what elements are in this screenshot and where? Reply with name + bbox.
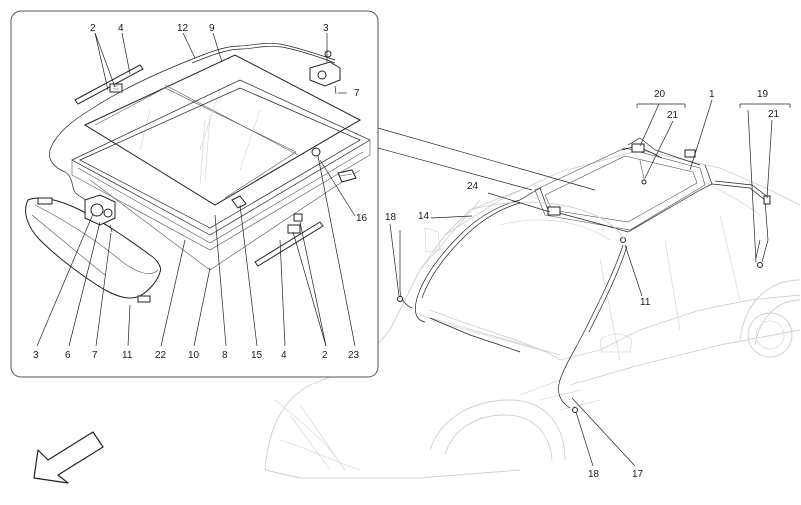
vehicle-outline (264, 149, 801, 479)
callout-label: 14 (418, 211, 430, 222)
callout-label: 8 (222, 350, 228, 361)
callout-label: 15 (251, 350, 263, 361)
inset-leader-lines (36, 32, 356, 347)
callout-label: 19 (757, 89, 769, 100)
callout-label: 18 (385, 212, 397, 223)
callout-label: 1 (709, 89, 715, 100)
callout-label: 2 (322, 350, 328, 361)
vehicle-callouts: 20 1 19 21 21 24 18 14 11 18 17 (385, 89, 780, 480)
callout-label: 3 (33, 350, 39, 361)
callout-label: 2 (90, 23, 96, 34)
callout-label: 11 (640, 297, 651, 308)
callout-label: 20 (654, 89, 666, 100)
callout-label: 10 (188, 350, 200, 361)
inset-top-callouts: 2 4 12 9 3 7 (90, 23, 360, 99)
callout-label: 24 (467, 181, 479, 192)
callout-label: 21 (667, 110, 679, 121)
inset-pointer-line (377, 127, 596, 191)
callout-label: 11 (122, 350, 133, 361)
callout-label: 9 (209, 23, 215, 34)
vehicle-leader-lines (389, 99, 791, 467)
vehicle-roof-glass (519, 137, 713, 243)
callout-label: 16 (356, 213, 368, 224)
callout-label: 18 (588, 469, 600, 480)
inset-bottom-callouts: 3 6 7 11 22 10 8 15 4 2 23 (33, 350, 360, 361)
callout-label: 12 (177, 23, 189, 34)
callout-label: 7 (92, 350, 98, 361)
callout-label: 4 (281, 350, 287, 361)
inset-exploded-view (25, 43, 371, 303)
arrow-icon (33, 431, 104, 484)
callout-label: 6 (65, 350, 71, 361)
callout-label: 23 (348, 350, 360, 361)
callout-label: 17 (632, 469, 644, 480)
callout-label: 4 (118, 23, 124, 34)
callout-label: 7 (354, 88, 360, 99)
inset-right-callouts: 16 (356, 213, 368, 224)
callout-label: 21 (768, 109, 780, 120)
callout-label: 3 (323, 23, 329, 34)
vehicle-drain-tubes (397, 180, 771, 413)
callout-label: 22 (155, 350, 167, 361)
vehicle-windshield (429, 201, 626, 361)
